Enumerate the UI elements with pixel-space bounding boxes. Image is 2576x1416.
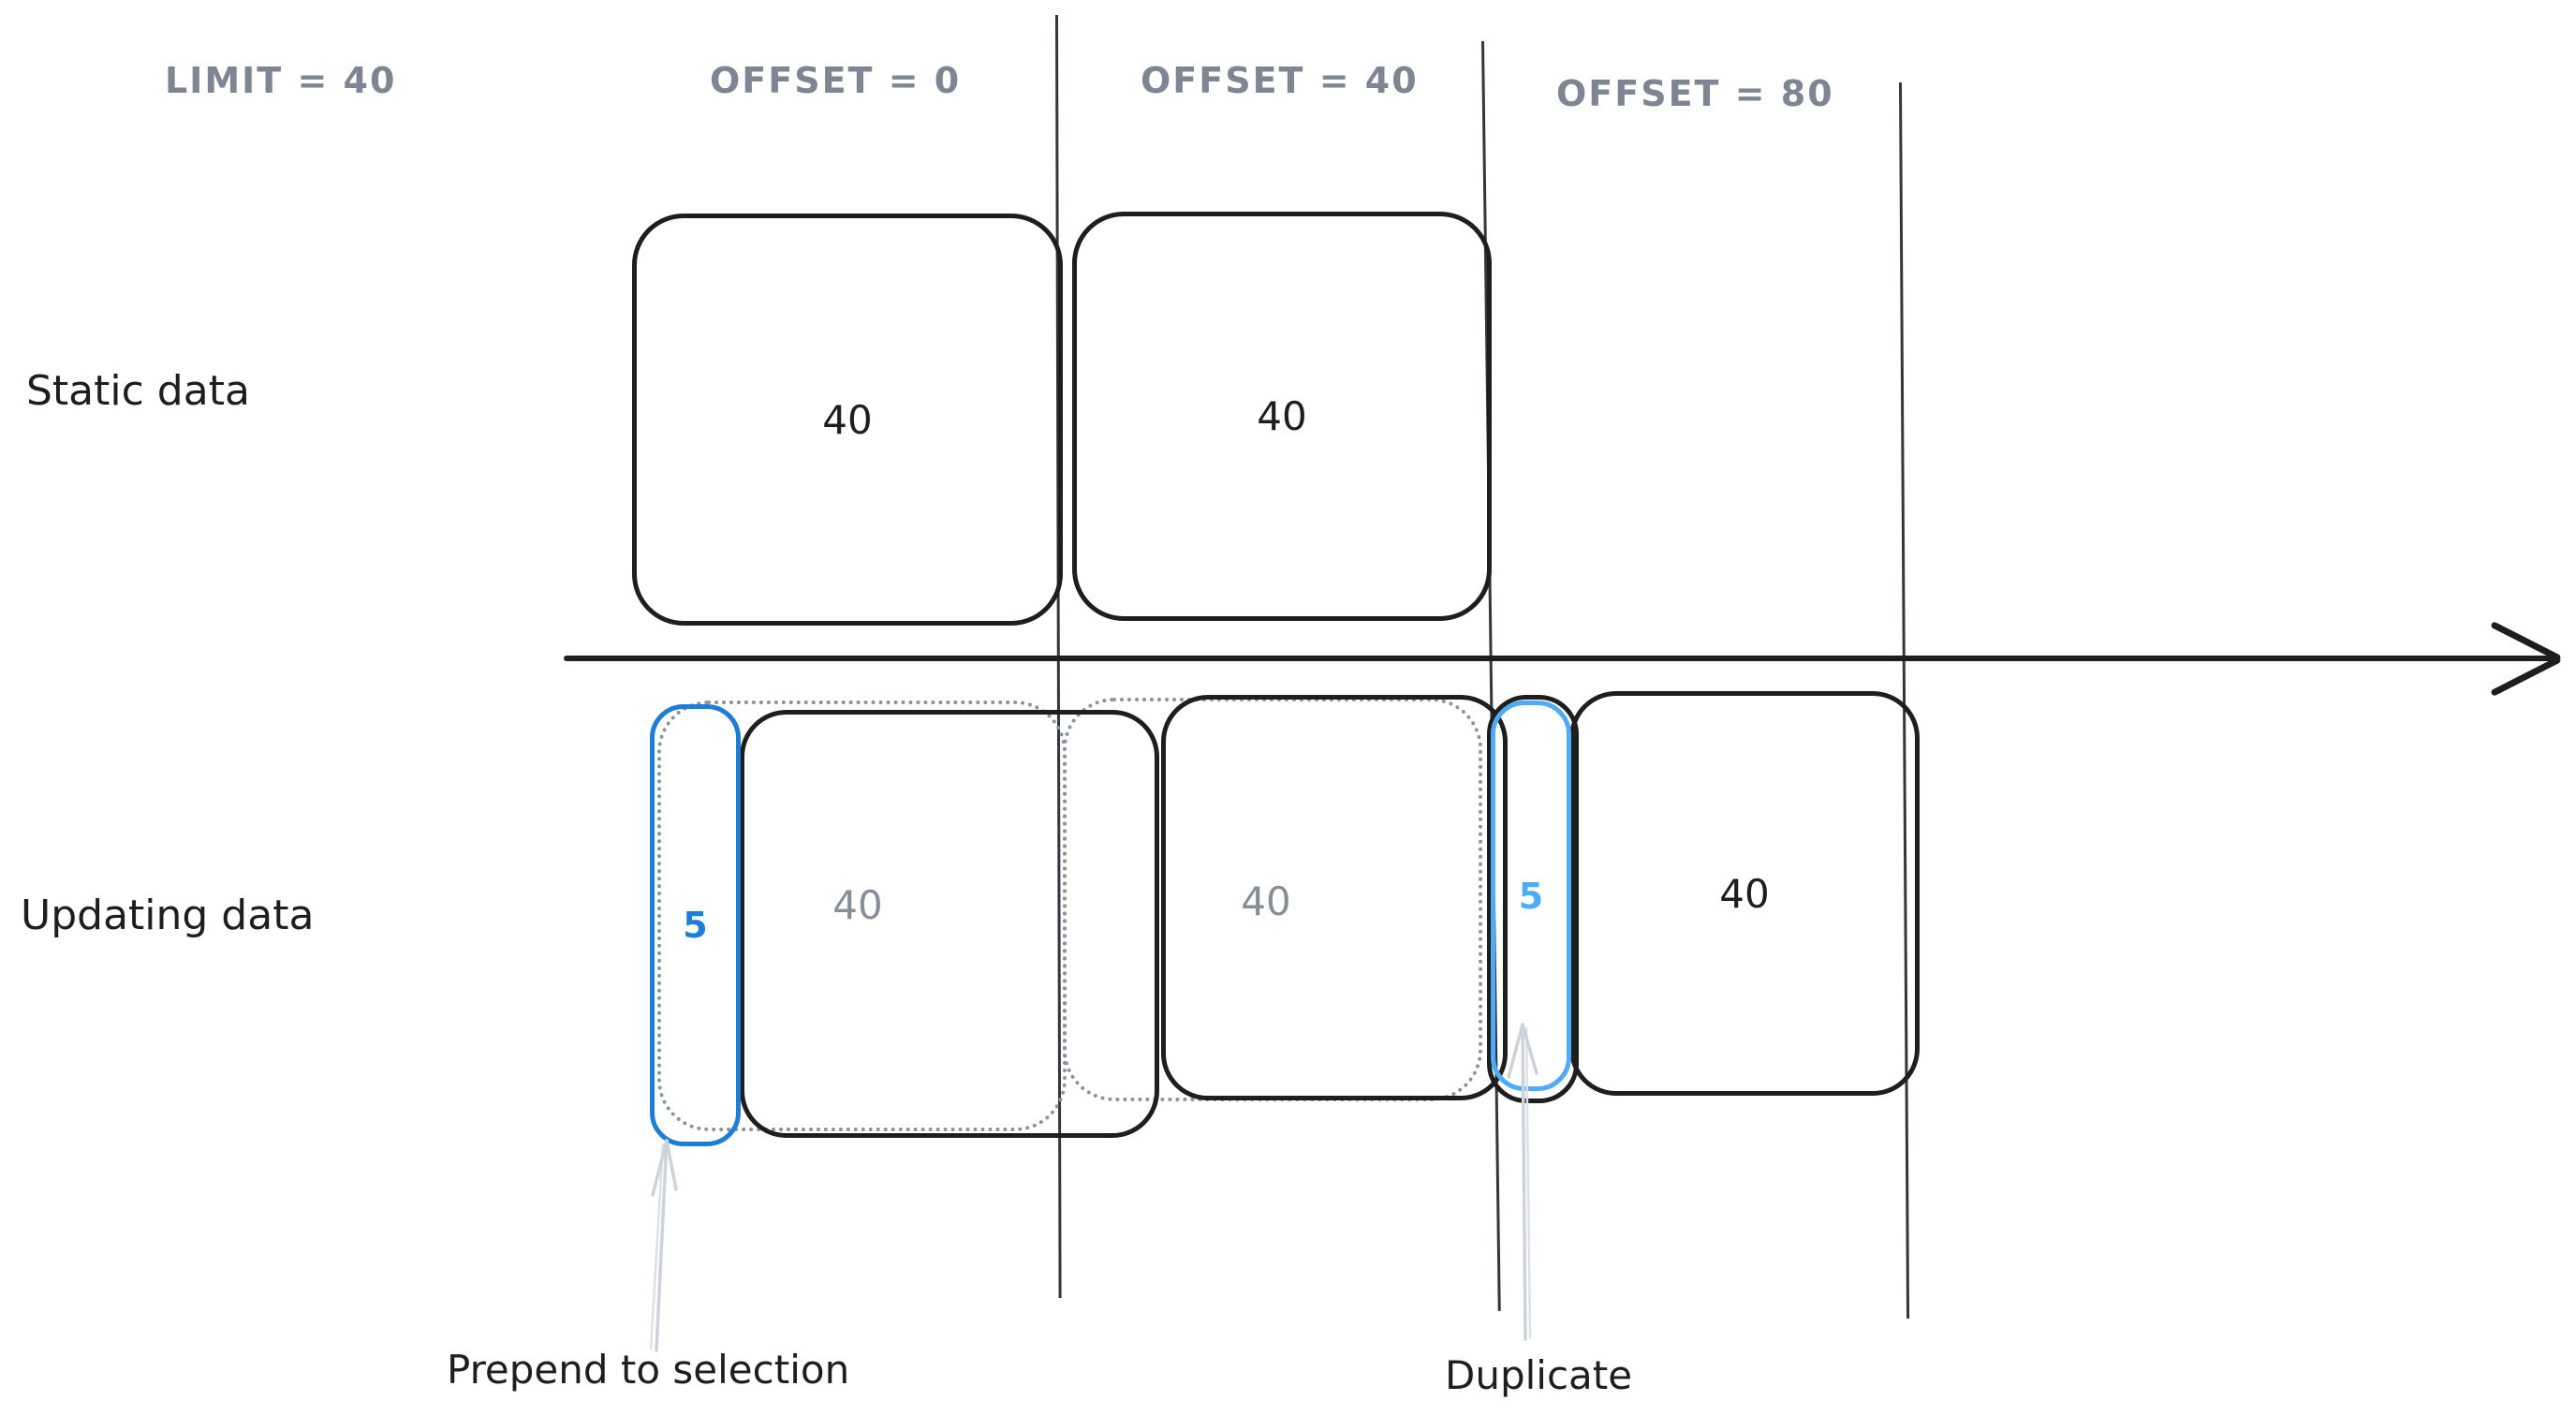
timeline-arrowhead [2490,656,2562,697]
prepend-annotation-arrow [649,1139,678,1352]
timeline-arrow [564,621,2562,697]
prepended-rows-value: 5 [683,905,708,946]
duplicate-annotation-arrow [1507,1023,1538,1341]
duplicate-annotation-label: Duplicate [1445,1352,1633,1398]
updating-page-3-value: 40 [1719,870,1770,917]
offset-0-label: OFFSET = 0 [710,60,962,101]
updating-page-1-value: 40 [832,882,883,928]
static-page-1-value: 40 [822,396,873,443]
prepend-annotation-label: Prepend to selection [447,1347,850,1393]
static-row-label: Static data [26,367,250,415]
updating-page-2-value: 40 [1241,878,1291,924]
limit-label: LIMIT = 40 [165,60,397,101]
offset-40-label: OFFSET = 40 [1141,60,1419,101]
static-page-2-box: 40 [1072,212,1492,621]
duplicate-rows-value: 5 [1518,875,1544,917]
updating-page-3-box: 40 [1569,691,1920,1096]
updating-page-2-box [1161,695,1508,1100]
updating-page-1-box [740,710,1159,1138]
prepended-rows-box: 5 [650,704,741,1146]
updating-row-label: Updating data [21,892,315,939]
duplicate-rows-box: 5 [1491,701,1571,1091]
timeline-arrow-shaft [564,656,2558,661]
offset-80-label: OFFSET = 80 [1556,73,1834,114]
duplicate-sliver-outline [1487,695,1579,1103]
static-page-2-value: 40 [1257,393,1307,439]
static-page-1-box: 40 [632,214,1063,626]
